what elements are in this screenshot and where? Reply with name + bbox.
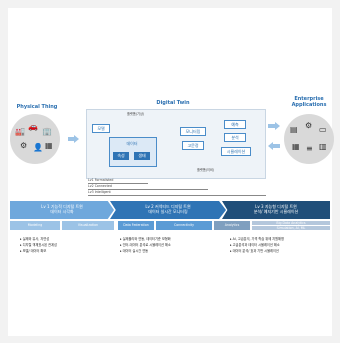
factory-icon: 🏭 [15, 127, 25, 136]
building-icon: 🏢 [42, 127, 52, 136]
car-icon: 🚗 [28, 122, 38, 131]
stage-2-banner: Lv 2 커넥티드 디지털 트윈 데이터 실시간 모니터링 [110, 201, 226, 219]
anomaly-box: 고문정 [182, 141, 204, 150]
attribute-box: 속성 [113, 152, 129, 160]
bullet-item: ▸ 디지털 객체표시된 관계성 [20, 243, 57, 247]
level-1-line [88, 183, 148, 184]
stage-2-title: Lv 2 커넥티드 디지털 트윈 [145, 204, 191, 209]
level-1-label: Lv1 Formalisted [88, 178, 114, 182]
bullet-item: ▸ 데이터 실시간 연동 [120, 249, 149, 253]
substep-modeling: Modeling [10, 221, 60, 230]
substep-visualization: Visualization [62, 221, 114, 230]
stage-2-subtitle: 데이터 실시간 모니터링 [148, 209, 188, 214]
stage-1-banner: Lv 1 기능적 디지털 트윈 데이터 시각화 [10, 201, 114, 219]
bullets-col-3: ▸ AI, 고급분석, 가격 학습 위에 지원해명 ▸ 고급분석과 데이터 시뮬… [230, 236, 284, 254]
device-icon: ▦ [45, 141, 53, 150]
calendar-icon: ▥ [319, 142, 327, 151]
enterprise-circle: ▤ ⚙ ▭ ▦ ≡ ▥ [284, 114, 334, 164]
digital-twin-header: Digital Twin [156, 100, 190, 106]
arrow-twin-to-enterprise [275, 122, 280, 130]
platform-top-label: 플랫폼(기상) [127, 112, 145, 116]
stage-1-title: Lv 1 기능적 디지털 트윈 [41, 204, 83, 209]
gear-icon: ⚙ [305, 121, 313, 130]
platform-bottom-label: 플랫폼(이비) [197, 168, 215, 172]
data-group: 데이터 속성 생태 [109, 137, 157, 167]
bullet-item: ▸ 실제물리와 연동, 데이터기준 모형화 [120, 237, 171, 241]
bullet-item: ▸ 인터-데이터 분석로 시뮬레이션 해소 [120, 243, 171, 247]
substep-data-federation: Data Federation [118, 221, 154, 230]
stage-3-title: Lv 3 지능형 디지털 트윈 [255, 204, 297, 209]
data-box: 데이터 [124, 140, 140, 146]
list-icon: ≡ [306, 144, 313, 153]
digital-twin-panel: 플랫폼(기상) 플랫폼(이비) 모델 데이터 속성 생태 모니터링 고문정 예측… [86, 109, 266, 179]
arrow-physical-to-twin [74, 135, 79, 143]
network-icon: ⚙ [20, 141, 28, 150]
level-2-label: Lv2 Connected [88, 184, 112, 188]
bullet-item: ▸ 모델/ 데이터 확보 [20, 249, 47, 253]
arrow-enterprise-to-twin [268, 142, 273, 150]
physical-thing-header: Physical Thing [16, 104, 58, 110]
level-3-line [88, 195, 266, 196]
arrow-shaft-physical-to-twin [68, 137, 74, 141]
stage-3-subtitle: 분석/ 예지기반 시뮬레이션 [253, 209, 299, 214]
monitor-icon: ▭ [319, 125, 327, 134]
substep-simulation-ai: Simulation, AI, ML [252, 226, 330, 230]
substep-connectivity: Connectivity [156, 221, 212, 230]
monitoring-box: 모니터링 [180, 127, 206, 136]
stage-1-subtitle: 데이터 시각화 [50, 209, 74, 214]
person-icon: 👤 [33, 143, 43, 152]
physical-thing-circle: 🏭 🚗 🏢 ⚙ 👤 ▦ [10, 114, 60, 164]
stage-3-banner: Lv 3 지능형 디지털 트윈 분석/ 예지기반 시뮬레이션 [222, 201, 330, 219]
arrow-shaft-enterprise-to-twin [273, 144, 280, 148]
bullet-item: ▸ AI, 고급분석, 가격 학습 위에 지원해명 [230, 237, 284, 241]
state-box: 생태 [134, 152, 150, 160]
arrow-shaft-twin-to-enterprise [268, 124, 275, 128]
enterprise-header: Enterprise Applications [284, 96, 334, 108]
analyze-box: 분석 [224, 133, 246, 142]
predict-box: 예측 [224, 120, 246, 129]
level-2-line [88, 189, 208, 190]
bullet-item: ▸ 데이터 분석/ 효과 기반 시뮬레이션 [230, 249, 279, 253]
levels: Lv1 Formalisted Lv2 Connected Lv3 Intell… [88, 178, 268, 198]
substep-analytics: Analytics [214, 221, 250, 230]
enterprise-header-line1: Enterprise [294, 96, 324, 102]
chart-icon: ▤ [290, 125, 298, 134]
enterprise-header-line2: Applications [291, 102, 327, 108]
bullet-item: ▸ 실제와 유사, 자연성 [20, 237, 50, 241]
bullet-item: ▸ 고급분석과 데이터 시뮬레이션 해소 [230, 243, 280, 247]
substep-big-data: Big Data Analytics [252, 221, 330, 225]
grid-icon: ▦ [292, 142, 300, 151]
bullets-col-1: ▸ 실제와 유사, 자연성 ▸ 디지털 객체표시된 관계성 ▸ 모델/ 데이터 … [20, 236, 57, 254]
model-box: 모델 [92, 124, 110, 133]
level-3-label: Lv3 Intelligent [88, 190, 111, 194]
bullets-col-2: ▸ 실제물리와 연동, 데이터기준 모형화 ▸ 인터-데이터 분석로 시뮬레이션… [120, 236, 171, 254]
simulate-box: 시뮬레이션 [221, 147, 251, 156]
